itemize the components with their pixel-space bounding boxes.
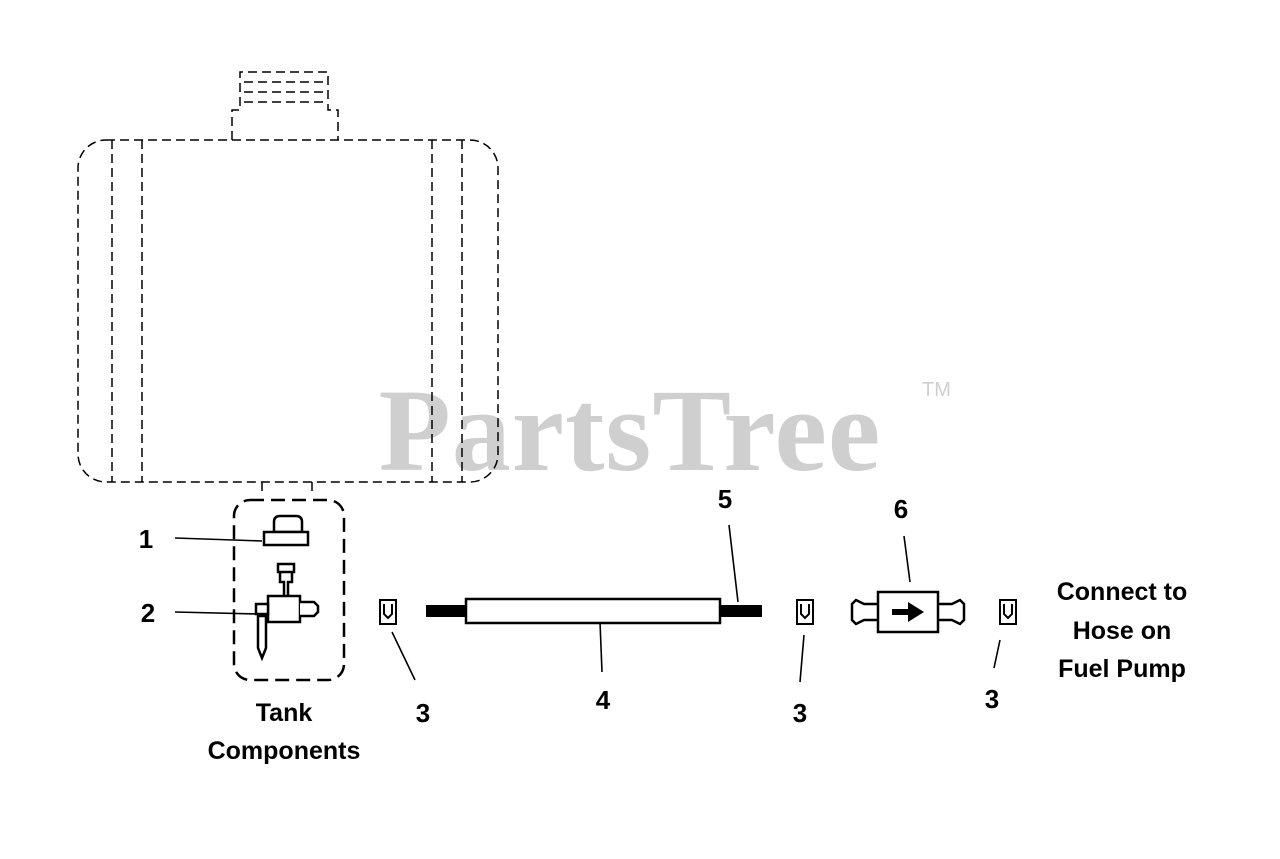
svg-text:Components: Components bbox=[208, 737, 361, 765]
shutoff-valve-part bbox=[254, 562, 320, 662]
leader-lines bbox=[174, 524, 1001, 683]
hose-clamp-part bbox=[379, 599, 397, 625]
fuel-hose-part bbox=[426, 597, 762, 625]
callout-5: 5 bbox=[718, 484, 732, 514]
tank-components-label: Tank Components bbox=[208, 699, 361, 765]
callout-3c: 3 bbox=[985, 684, 999, 714]
callout-1: 1 bbox=[139, 524, 153, 554]
flow-arrow-icon bbox=[892, 602, 924, 622]
bushing-part bbox=[262, 514, 310, 547]
callout-6: 6 bbox=[894, 494, 908, 524]
fuel-tank-outline bbox=[77, 71, 499, 492]
partstree-watermark: PartsTree bbox=[379, 365, 882, 496]
callout-2: 2 bbox=[141, 598, 155, 628]
svg-text:Connect to: Connect to bbox=[1057, 578, 1188, 606]
fuel-filter-part bbox=[850, 590, 966, 634]
tank-components-box bbox=[232, 498, 346, 682]
svg-text:Hose on: Hose on bbox=[1073, 617, 1172, 645]
svg-text:Tank: Tank bbox=[256, 699, 313, 727]
hose-clamp-part bbox=[796, 599, 814, 625]
svg-text:Fuel Pump: Fuel Pump bbox=[1058, 655, 1186, 683]
hose-clamp-part bbox=[999, 599, 1017, 625]
connect-note-label: Connect to Hose on Fuel Pump bbox=[1057, 578, 1188, 683]
trademark-symbol: TM bbox=[922, 379, 951, 401]
callout-3b: 3 bbox=[793, 698, 807, 728]
callout-4: 4 bbox=[596, 685, 611, 715]
callout-3a: 3 bbox=[416, 698, 430, 728]
